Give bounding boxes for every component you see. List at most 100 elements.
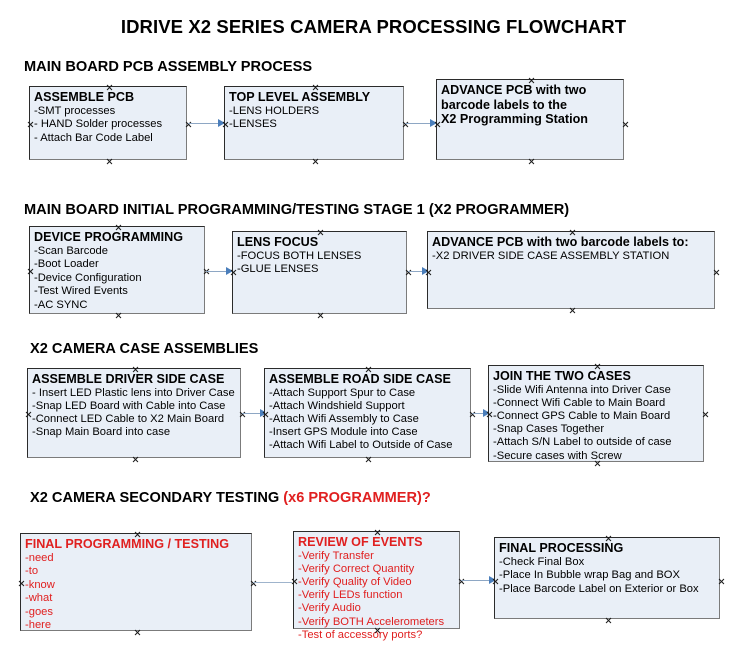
node-line: -Test Wired Events — [34, 285, 128, 298]
node-line: -Verify Correct Quantity — [298, 562, 415, 575]
connector-road-side-to-join-cases — [472, 413, 490, 414]
node-line: -know — [25, 578, 55, 591]
node-heading: ASSEMBLE ROAD SIDE CASE — [269, 372, 451, 386]
node-heading: JOIN THE TWO CASES — [493, 369, 631, 383]
node-assemble-road-side-case[interactable]: ASSEMBLE ROAD SIDE CASE -Attach Support … — [264, 368, 471, 458]
resize-handle-right[interactable] — [702, 411, 709, 418]
node-heading: DEVICE PROGRAMMING — [34, 230, 184, 244]
node-heading: ASSEMBLE PCB — [34, 90, 135, 104]
node-line: -Connect Wifi Cable to Main Board — [493, 396, 666, 409]
node-heading: ASSEMBLE DRIVER SIDE CASE — [32, 372, 225, 386]
resize-handle-bottom[interactable] — [106, 158, 113, 165]
node-heading: ADVANCE PCB with two barcode labels to: — [432, 235, 689, 249]
resize-handle-bottom[interactable] — [132, 456, 139, 463]
resize-handle-right[interactable] — [405, 269, 412, 276]
node-line: -Secure cases with Screw — [493, 449, 622, 462]
resize-handle-right[interactable] — [239, 411, 246, 418]
resize-handle-right[interactable] — [458, 578, 465, 585]
resize-handle-left[interactable] — [291, 578, 298, 585]
resize-handle-bottom[interactable] — [312, 158, 319, 165]
resize-handle-right[interactable] — [402, 121, 409, 128]
resize-handle-left[interactable] — [27, 268, 34, 275]
connector-driver-side-to-road-side — [242, 413, 266, 414]
node-top-level-assembly[interactable]: TOP LEVEL ASSEMBLY -LENS HOLDERS -LENSES — [224, 86, 404, 160]
resize-handle-right[interactable] — [250, 580, 257, 587]
node-line: -Connect LED Cable to X2 Main Board — [32, 412, 225, 425]
node-heading: FINAL PROCESSING — [499, 541, 624, 555]
resize-handle-right[interactable] — [622, 121, 629, 128]
connector-arrowhead — [218, 119, 225, 127]
node-line: - Insert LED Plastic lens into Driver Ca… — [32, 386, 235, 399]
connector-top-level-to-advance-pcb — [405, 123, 436, 124]
resize-handle-bottom[interactable] — [115, 312, 122, 319]
node-assemble-driver-side-case[interactable]: ASSEMBLE DRIVER SIDE CASE - Insert LED P… — [27, 368, 241, 458]
resize-handle-bottom[interactable] — [365, 456, 372, 463]
connector-review-of-events-to-final-processing — [461, 580, 495, 581]
section-title-x2-camera-secondary-testing: X2 CAMERA SECONDARY TESTING (x6 PROGRAMM… — [30, 490, 431, 506]
node-lens-focus[interactable]: LENS FOCUS -FOCUS BOTH LENSES -GLUE LENS… — [232, 231, 407, 314]
node-advance-pcb-programming-station[interactable]: ADVANCE PCB with two barcode labels to t… — [436, 79, 624, 160]
node-heading: FINAL PROGRAMMING / TESTING — [25, 537, 230, 551]
resize-handle-bottom[interactable] — [569, 307, 576, 314]
node-line: -Place Barcode Label on Exterior or Box — [499, 582, 699, 595]
node-line: -Check Final Box — [499, 555, 585, 568]
connector-arrowhead — [430, 119, 437, 127]
connector-arrowhead — [422, 267, 429, 275]
node-line: -need — [25, 551, 54, 564]
node-line: - HAND Solder processes — [34, 118, 163, 131]
resize-handle-left[interactable] — [27, 121, 34, 128]
node-line: -Verify Audio — [298, 602, 361, 615]
resize-handle-left[interactable] — [18, 580, 25, 587]
node-final-programming-testing[interactable]: FINAL PROGRAMMING / TESTING -need -to -k… — [20, 533, 252, 631]
node-line: -LENS HOLDERS — [229, 104, 320, 117]
node-heading: LENS FOCUS — [237, 235, 319, 249]
node-assemble-pcb[interactable]: ASSEMBLE PCB -SMT processes - HAND Solde… — [29, 86, 187, 160]
section-title-x2-camera-case-assemblies: X2 CAMERA CASE ASSEMBLIES — [30, 341, 258, 357]
section-title-main-board-initial-programming: MAIN BOARD INITIAL PROGRAMMING/TESTING S… — [24, 202, 569, 218]
node-line: -here — [25, 619, 52, 632]
node-line: -Verify LEDs function — [298, 589, 403, 602]
node-heading: ADVANCE PCB with two — [441, 83, 587, 97]
node-line: -Snap LED Board with Cable into Case — [32, 399, 226, 412]
resize-handle-bottom[interactable] — [317, 312, 324, 319]
connector-arrowhead — [260, 409, 267, 417]
node-line: -FOCUS BOTH LENSES — [237, 249, 362, 262]
resize-handle-right[interactable] — [713, 269, 720, 276]
node-line: -Attach Support Spur to Case — [269, 386, 416, 399]
section-title-accent: (x6 PROGRAMMER)? — [283, 490, 431, 506]
resize-handle-right[interactable] — [469, 411, 476, 418]
node-line: -Slide Wifi Antenna into Driver Case — [493, 383, 671, 396]
node-line: -to — [25, 565, 39, 578]
resize-handle-right[interactable] — [718, 578, 725, 585]
node-line: - Attach Bar Code Label — [34, 131, 153, 144]
node-line: -AC SYNC — [34, 298, 88, 311]
section-title-text: MAIN BOARD PCB ASSEMBLY PROCESS — [24, 59, 313, 75]
connector-lens-focus-to-advance-pcb-case — [408, 271, 428, 272]
node-final-processing[interactable]: FINAL PROCESSING -Check Final Box -Place… — [494, 537, 720, 619]
node-line: -Connect GPS Cable to Main Board — [493, 409, 671, 422]
resize-handle-left[interactable] — [25, 411, 32, 418]
node-line: -Snap Main Board into case — [32, 426, 171, 439]
node-line: -GLUE LENSES — [237, 263, 319, 276]
node-advance-pcb-driver-side-case[interactable]: ADVANCE PCB with two barcode labels to: … — [427, 231, 715, 309]
node-line: -SMT processes — [34, 104, 116, 117]
node-line-overflow: -Test of accessory ports? — [298, 628, 423, 641]
connector-arrowhead — [489, 576, 496, 584]
resize-handle-right[interactable] — [185, 121, 192, 128]
section-title-text: X2 CAMERA CASE ASSEMBLIES — [30, 341, 259, 357]
connector-arrowhead — [226, 267, 233, 275]
node-device-programming[interactable]: DEVICE PROGRAMMING -Scan Barcode -Boot L… — [29, 226, 205, 314]
connector-arrowhead — [483, 409, 490, 417]
connector-assemble-pcb-to-top-level — [188, 123, 224, 124]
resize-handle-bottom[interactable] — [605, 617, 612, 624]
node-heading: REVIEW OF EVENTS — [298, 535, 423, 549]
node-join-the-two-cases[interactable]: JOIN THE TWO CASES -Slide Wifi Antenna i… — [488, 365, 704, 462]
node-review-of-events[interactable]: REVIEW OF EVENTS -Verify Transfer -Verif… — [291, 531, 460, 641]
node-line: -Attach S/N Label to outside of case — [493, 436, 672, 449]
section-title-text: X2 CAMERA SECONDARY TESTING — [30, 490, 284, 506]
node-line: -Device Configuration — [34, 271, 142, 284]
node-line: -Attach Windshield Support — [269, 399, 405, 412]
node-line: barcode labels to the — [441, 97, 567, 112]
resize-handle-bottom[interactable] — [528, 158, 535, 165]
